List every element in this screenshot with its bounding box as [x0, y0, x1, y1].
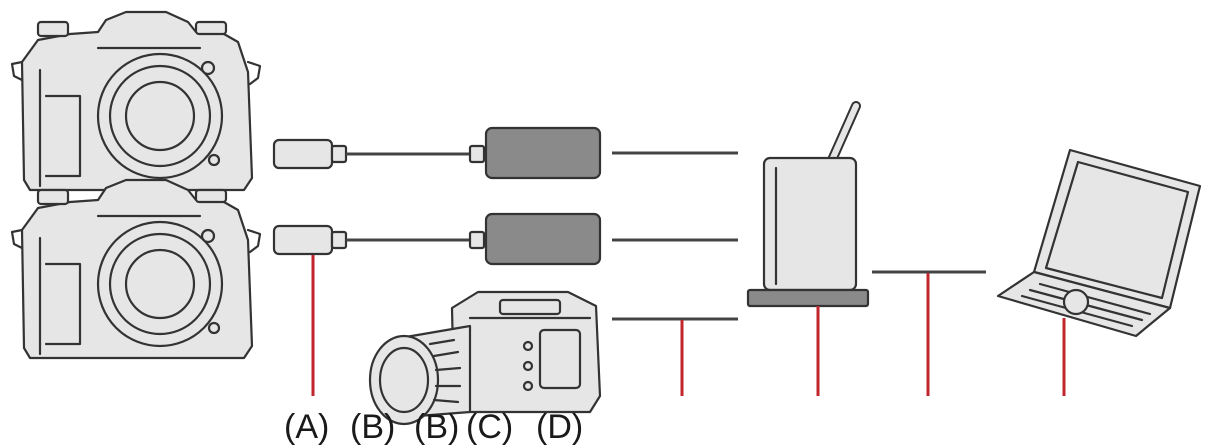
usb-lan-adapter-icon: [486, 128, 600, 178]
usb-lan-adapter-icon: [486, 214, 600, 264]
camera-icon: [12, 12, 260, 190]
laptop-icon: [998, 150, 1200, 336]
camera-icon: [12, 180, 260, 358]
wireless-router-icon: [748, 106, 868, 306]
callout-label-b2: (B): [414, 408, 459, 446]
box-cinema-camera-icon: [370, 292, 600, 424]
callout-label-a: (A): [284, 408, 329, 446]
callout-label-c: (C): [466, 408, 513, 446]
callout-label-b1: (B): [350, 408, 395, 446]
usb-cable-bottom: [274, 226, 484, 254]
usb-cable-top: [274, 140, 484, 168]
callout-label-d: (D): [536, 408, 583, 446]
